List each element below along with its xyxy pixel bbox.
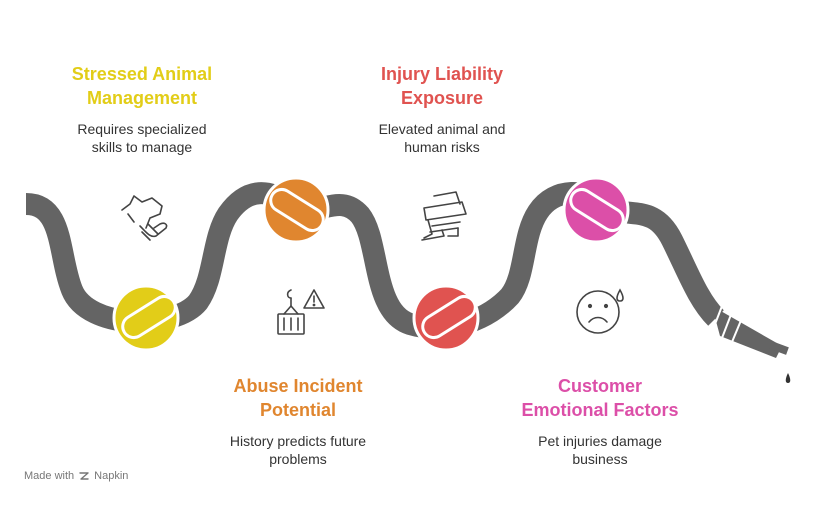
hose-nozzle — [711, 305, 789, 358]
step-description: Requires specialized skills to manage — [32, 120, 252, 156]
step-title: Abuse Incident Potential — [188, 374, 408, 422]
title-line: Emotional Factors — [521, 400, 679, 420]
title-line: Management — [86, 88, 198, 108]
step-description: History predicts future problems — [188, 432, 408, 468]
step-title: Customer Emotional Factors — [490, 374, 710, 422]
knot-pink — [562, 176, 630, 244]
step-description: Pet injuries damage business — [490, 432, 710, 468]
title-line: Stressed Animal — [71, 64, 213, 84]
desc-line: problems — [269, 451, 327, 467]
napkin-logo-icon — [79, 472, 89, 480]
knot-yellow — [112, 284, 180, 352]
desc-line: Pet injuries damage — [538, 433, 662, 449]
title-line: Customer — [557, 376, 642, 396]
desc-line: human risks — [404, 139, 480, 155]
animal-hand-icon — [121, 195, 168, 241]
step-customer-emotional: Customer Emotional Factors Pet injuries … — [490, 374, 710, 468]
step-stressed-animal: Stressed Animal Management Requires spec… — [32, 62, 252, 156]
knot-orange — [262, 176, 330, 244]
knot-red — [412, 284, 480, 352]
brand-name: Napkin — [94, 470, 129, 482]
water-drop — [785, 373, 791, 383]
step-abuse-incident: Abuse Incident Potential History predict… — [188, 374, 408, 468]
title-line: Potential — [259, 400, 336, 420]
step-injury-liability: Injury Liability Exposure Elevated anima… — [332, 62, 552, 156]
crane-warning-icon — [277, 289, 325, 335]
step-title: Stressed Animal Management — [32, 62, 252, 110]
desc-line: skills to manage — [91, 139, 193, 155]
desc-line: History predicts future — [229, 433, 367, 449]
desc-line: Requires specialized — [77, 121, 207, 137]
desc-line: Elevated animal and — [378, 121, 506, 137]
title-line: Abuse Incident — [233, 376, 363, 396]
title-line: Exposure — [400, 88, 484, 108]
title-line: Injury Liability — [380, 64, 504, 84]
sad-face-icon — [576, 288, 624, 334]
step-title: Injury Liability Exposure — [332, 62, 552, 110]
desc-line: business — [572, 451, 628, 467]
bandaged-arm-icon — [421, 191, 467, 241]
made-with-text: Made with — [24, 470, 75, 482]
step-description: Elevated animal and human risks — [332, 120, 552, 156]
made-with-footer: Made with Napkin — [24, 470, 128, 482]
